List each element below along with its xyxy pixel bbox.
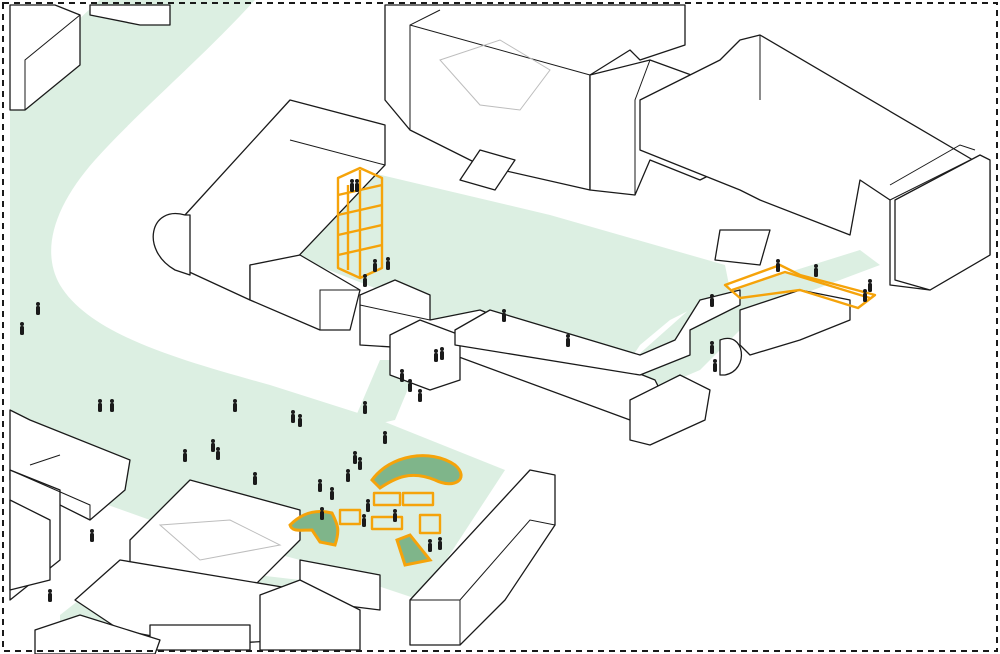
person-figure xyxy=(383,431,387,444)
picnic-table-5 xyxy=(418,513,442,535)
person-figure xyxy=(298,414,302,427)
person-figure xyxy=(776,259,780,272)
building-southeast-edge xyxy=(410,519,556,645)
stair-tower xyxy=(336,166,384,280)
building-southeast-long xyxy=(409,469,556,646)
person-figure xyxy=(353,451,357,464)
building-southeast-tower xyxy=(629,374,711,446)
building-mid-cube xyxy=(389,319,461,391)
people-figures xyxy=(20,179,872,602)
person-figure xyxy=(98,399,102,412)
person-figure xyxy=(363,401,367,414)
person-figure xyxy=(183,449,187,462)
person-figure xyxy=(362,514,366,527)
person-figure xyxy=(566,334,570,347)
planter-triangle xyxy=(395,533,433,567)
building-north-tower-edge-2 xyxy=(409,24,591,76)
building-south-5 xyxy=(259,579,361,651)
person-figure xyxy=(440,347,444,360)
stair-tower-flights xyxy=(337,170,383,278)
person-figure xyxy=(358,457,362,470)
elevated-walkway-rail xyxy=(731,270,871,300)
person-figure xyxy=(291,410,295,423)
seating-planter-south xyxy=(288,510,340,547)
person-figure xyxy=(48,589,52,602)
building-east-block xyxy=(894,154,991,291)
building-south-4 xyxy=(149,624,251,651)
person-figure xyxy=(393,509,397,522)
person-figure xyxy=(400,369,404,382)
building-nw-1 xyxy=(9,4,81,111)
person-figure xyxy=(355,179,359,192)
person-figure xyxy=(814,264,818,277)
person-figure xyxy=(710,294,714,307)
picnic-table-2 xyxy=(401,491,435,507)
person-figure xyxy=(428,539,432,552)
person-figure xyxy=(868,279,872,292)
person-figure xyxy=(20,322,24,335)
building-central-low-edge xyxy=(319,289,360,330)
building-central-edge xyxy=(189,139,386,275)
person-figure xyxy=(366,499,370,512)
building-south-ghost xyxy=(158,519,282,561)
building-central-low xyxy=(249,254,361,331)
building-central-rounded-end xyxy=(152,212,191,276)
building-blocks xyxy=(9,4,991,654)
building-sw-3 xyxy=(9,499,51,591)
person-figure xyxy=(318,479,322,492)
person-figure xyxy=(233,399,237,412)
person-figure xyxy=(438,537,442,550)
building-nw-2 xyxy=(89,4,171,26)
person-figure xyxy=(710,341,714,354)
building-east-long-edge-3 xyxy=(889,144,976,186)
picnic-tables xyxy=(338,491,442,535)
person-figure xyxy=(330,487,334,500)
building-north-annex-edge xyxy=(634,59,651,195)
person-figure xyxy=(863,289,867,302)
person-figure xyxy=(713,359,717,372)
building-sw-edge xyxy=(9,454,91,520)
west-strip-path xyxy=(10,120,30,420)
interventions xyxy=(288,166,877,567)
person-figure xyxy=(350,179,354,192)
building-far-south-1 xyxy=(34,614,161,654)
building-east-pavilion xyxy=(714,229,771,266)
plaza-path xyxy=(290,170,730,360)
person-figure xyxy=(216,447,220,460)
picnic-table-3 xyxy=(338,508,362,526)
person-figure xyxy=(408,379,412,392)
person-figure xyxy=(110,399,114,412)
person-figure xyxy=(386,257,390,270)
building-mid-low-edge-1 xyxy=(359,304,431,345)
main-curving-path xyxy=(10,0,505,600)
person-figure xyxy=(502,309,506,322)
person-figure xyxy=(253,472,257,485)
building-north-gate xyxy=(459,149,516,191)
person-figure xyxy=(346,469,350,482)
person-figure xyxy=(418,389,422,402)
person-figure xyxy=(434,349,438,362)
person-figure xyxy=(211,439,215,452)
building-north-tower-ghost xyxy=(439,39,551,111)
person-figure xyxy=(363,274,367,287)
person-figure xyxy=(373,259,377,272)
person-figure xyxy=(36,302,40,315)
seating-planter-north xyxy=(370,454,463,490)
stair-tower-outline xyxy=(336,166,384,280)
person-figure xyxy=(320,507,324,520)
building-nw-1-edge xyxy=(24,14,81,110)
picnic-table-4 xyxy=(370,515,404,531)
building-east-round xyxy=(719,337,742,376)
person-figure xyxy=(90,529,94,542)
picnic-table-1 xyxy=(372,491,402,507)
